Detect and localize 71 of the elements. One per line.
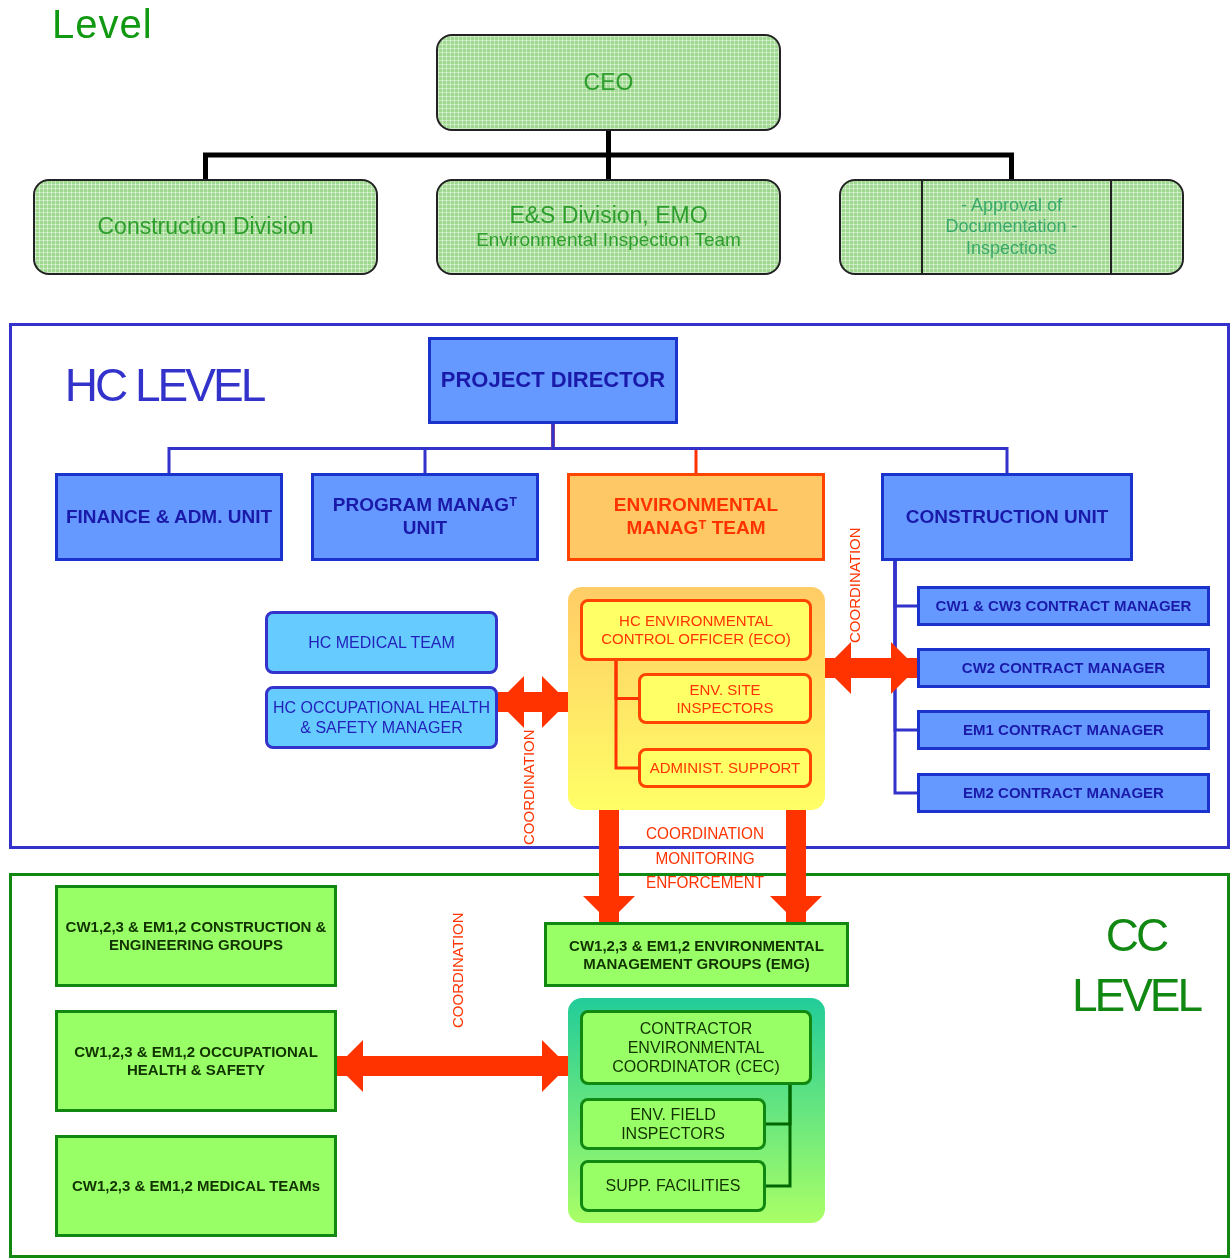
division-box <box>839 179 1184 275</box>
box-label: SUPP. FACILITIES <box>604 1176 742 1196</box>
manager-box <box>917 773 1210 813</box>
box-label: ENV. FIELD INSPECTORS <box>620 1104 726 1144</box>
box-label: - Approval of Documentation - Inspections <box>944 194 1079 260</box>
staff-box <box>638 673 812 724</box>
unit-box <box>311 473 539 561</box>
group-box <box>55 1135 337 1237</box>
box-label: CW2 CONTRACT MANAGER <box>960 659 1167 677</box>
box-label: HC MEDICAL TEAM <box>307 632 456 653</box>
box-label: CONSTRUCTION UNIT <box>904 505 1110 529</box>
manager-box <box>917 586 1210 626</box>
staff-box <box>638 748 812 788</box>
division-box <box>436 34 781 131</box>
box-label: EM1 CONTRACT MANAGER <box>962 721 1165 739</box>
team-box <box>265 686 498 749</box>
manager-box <box>917 648 1210 688</box>
block-arrow <box>498 676 568 728</box>
edge-label: COORDINATION <box>448 911 467 1030</box>
level-title: CC LEVEL <box>1070 908 1202 1023</box>
box-label: EM2 CONTRACT MANAGER <box>962 784 1165 802</box>
section-panel <box>568 998 825 1223</box>
block-arrow <box>770 810 822 922</box>
division-box <box>436 179 781 275</box>
team-box <box>567 473 825 561</box>
edge-label: COORDINATION <box>845 526 864 645</box>
group-box <box>544 922 849 987</box>
box-label: CW1,2,3 & EM1,2 CONSTRUCTION & ENGINEERING GROUPS <box>64 918 328 954</box>
unit-box <box>55 473 283 561</box>
block-arrow <box>337 1040 568 1092</box>
block-arrow <box>583 810 635 922</box>
director-box <box>428 337 678 424</box>
connector-line <box>551 424 1009 473</box>
staff-box <box>580 1098 766 1150</box>
group-box <box>55 1010 337 1112</box>
section-heading: Level <box>52 2 153 47</box>
box-label: ENV. SITE INSPECTORS <box>675 680 775 717</box>
box-label: PROJECT DIRECTOR <box>439 367 667 394</box>
level-frame <box>9 323 1230 849</box>
level-frame <box>9 873 1230 1258</box>
block-arrow <box>825 642 917 694</box>
box-label: CW1,2,3 & EM1,2 MEDICAL TEAMs <box>70 1177 322 1195</box>
box-label: Construction Division <box>96 213 315 241</box>
box-label: CW1,2,3 & EM1,2 ENVIRONMENTAL MANAGEMENT GROUPS (EMG) <box>568 936 825 973</box>
box-label: PROGRAM MANAGᵀ UNIT <box>331 494 519 540</box>
box-label: CW1,2,3 & EM1,2 OCCUPATIONAL HEALTH & SAFETY <box>73 1043 319 1079</box>
manager-box <box>917 710 1210 750</box>
box-label: ADMINIST. SUPPORT <box>648 759 802 777</box>
level-title: HC LEVEL <box>63 358 265 413</box>
box-label: CW1 & CW3 CONTRACT MANAGER <box>934 597 1193 615</box>
edge-label: COORDINATION MONITORING ENFORCEMENT <box>644 823 766 895</box>
connector-line <box>766 1085 792 1188</box>
box-label: HC ENVIRONMENTAL CONTROL OFFICER (ECO) <box>600 612 792 648</box>
connector-line <box>614 661 638 770</box>
box-label: FINANCE & ADM. UNIT <box>64 505 274 529</box>
box-label: CONTRACTOR ENVIRONMENTAL COORDINATOR (CEC) <box>611 1018 781 1077</box>
staff-box <box>580 599 812 661</box>
staff-box <box>580 1010 812 1085</box>
section-panel <box>568 587 825 810</box>
connector-line <box>606 131 1014 179</box>
box-label: ENVIRONMENTAL MANAGᵀ TEAM <box>612 494 780 540</box>
team-box <box>265 611 498 674</box>
unit-box <box>881 473 1133 561</box>
box-label: HC OCCUPATIONAL HEALTH & SAFETY MANAGER <box>271 698 492 737</box>
staff-box <box>580 1160 766 1212</box>
group-box <box>55 885 337 987</box>
box-label: E&S Division, EMO <box>508 201 709 230</box>
division-box <box>33 179 378 275</box>
edge-label: COORDINATION <box>519 728 538 846</box>
box-subtitle: Environmental Inspection Team <box>475 229 742 253</box>
box-label: CEO <box>582 68 635 97</box>
